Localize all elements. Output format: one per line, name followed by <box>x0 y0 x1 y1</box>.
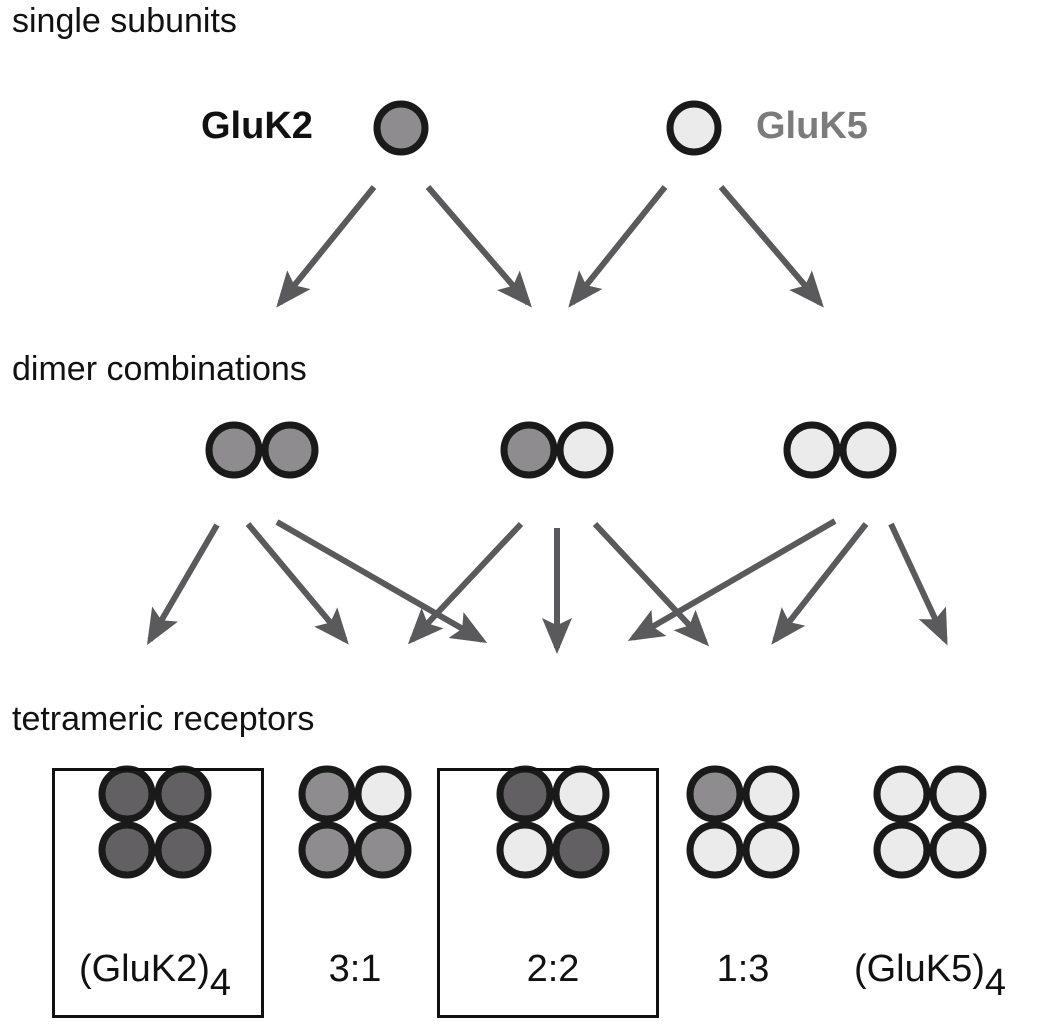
tetramer-3-subunit-3-icon <box>496 821 554 879</box>
tetramer-label-5: (GluK5)4 <box>820 948 1040 1002</box>
arrow-subunit-to-dimer-4 <box>718 185 824 308</box>
tetramer-label-4: 1:3 <box>633 948 853 991</box>
dimer-k2-k2-left-subunit-icon <box>205 421 263 479</box>
tetramer-2-subunit-4-icon <box>354 821 412 879</box>
tetramer-1-subunit-3-icon <box>98 821 156 879</box>
tetramer-2-subunit-2-icon <box>354 765 412 823</box>
tetramer-label-text: 1:3 <box>716 948 770 990</box>
tetramer-label-1: (GluK2)4 <box>45 948 265 1002</box>
subunit-label-gluk2: GluK2 <box>201 105 313 147</box>
subunit-label-gluk5: GluK5 <box>756 105 868 147</box>
arrow-dimer-to-tetramer-4 <box>407 521 524 645</box>
tetramer-1-subunit-4-icon <box>154 821 212 879</box>
dimer-k2-k5-right-subunit-icon <box>556 421 614 479</box>
arrow-dimer-to-tetramer-7 <box>627 518 837 642</box>
tetramer-label-subscript: 4 <box>984 962 1007 1004</box>
arrow-dimer-to-tetramer-6 <box>592 521 710 647</box>
highlight-box-3 <box>437 768 659 1018</box>
tetramer-5-subunit-3-icon <box>873 821 931 879</box>
arrow-subunit-to-dimer-1 <box>276 185 377 308</box>
highlight-box-1 <box>52 768 264 1018</box>
tetramer-label-text: (GluK5) <box>853 948 985 990</box>
arrow-dimer-to-tetramer-8 <box>771 522 869 645</box>
dimer-k2-k2-right-subunit-icon <box>261 421 319 479</box>
tetramer-5-subunit-1-icon <box>873 765 931 823</box>
subunit-gluk5-icon <box>666 100 722 156</box>
tetramer-3-subunit-4-icon <box>552 821 610 879</box>
arrow-subunit-to-dimer-3 <box>568 185 668 308</box>
section-label-tetrameric-receptors: tetrameric receptors <box>12 700 315 738</box>
subunit-gluk2-icon <box>373 100 429 156</box>
tetramer-label-3: 2:2 <box>443 948 663 991</box>
section-label-single-subunits: single subunits <box>12 2 237 40</box>
tetramer-4-subunit-2-icon <box>742 765 800 823</box>
dimer-k2-k5-left-subunit-icon <box>500 421 558 479</box>
section-label-dimer-combinations: dimer combinations <box>12 350 307 388</box>
dimer-k5-k5-left-subunit-icon <box>783 421 841 479</box>
arrow-dimer-to-tetramer-3 <box>275 519 488 643</box>
tetramer-label-text: 3:1 <box>328 948 382 990</box>
arrow-dimer-to-tetramer-2 <box>245 522 349 645</box>
arrow-subunit-to-dimer-2 <box>425 185 532 308</box>
dimer-k5-k5-right-subunit-icon <box>839 421 897 479</box>
tetramer-5-subunit-2-icon <box>929 765 987 823</box>
tetramer-2-subunit-1-icon <box>298 765 356 823</box>
tetramer-4-subunit-4-icon <box>742 821 800 879</box>
tetramer-label-text: 2:2 <box>526 948 580 990</box>
tetramer-label-subscript: 4 <box>209 962 232 1004</box>
tetramer-4-subunit-1-icon <box>686 765 744 823</box>
tetramer-4-subunit-3-icon <box>686 821 744 879</box>
tetramer-label-2: 3:1 <box>245 948 465 991</box>
arrow-dimer-to-tetramer-9 <box>888 522 948 646</box>
tetramer-2-subunit-3-icon <box>298 821 356 879</box>
tetramer-label-text: (GluK2) <box>78 948 210 990</box>
tetramer-5-subunit-4-icon <box>929 821 987 879</box>
arrow-dimer-to-tetramer-1 <box>146 523 220 646</box>
